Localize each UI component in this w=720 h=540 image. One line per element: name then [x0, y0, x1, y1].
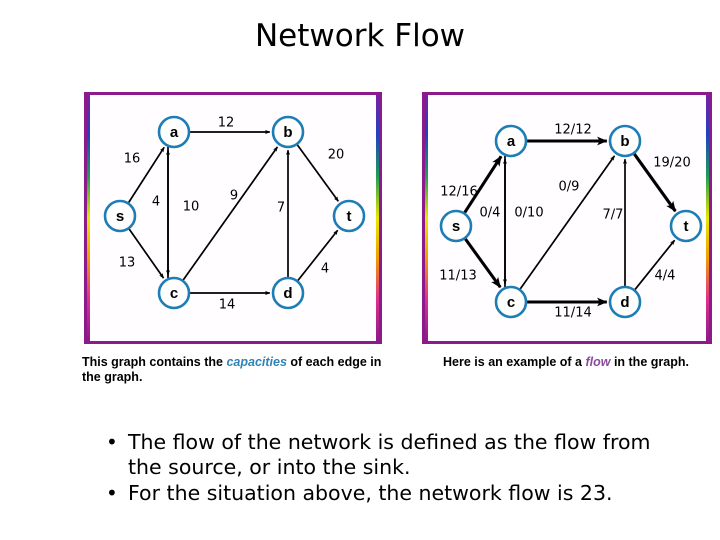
edge-label-d-t: 4/4 — [655, 269, 676, 284]
node-c — [157, 276, 191, 310]
edge-label-s-a: 12/16 — [440, 185, 477, 200]
edge-s-c — [127, 227, 165, 279]
bullet-marker-icon: • — [106, 481, 118, 505]
caption-right-after: in the graph. — [610, 355, 689, 369]
node-label-s: s — [452, 218, 460, 235]
edge-label-s-c: 13 — [119, 256, 136, 271]
bullet-text: The flow of the network is defined as th… — [128, 430, 651, 479]
node-label-a: a — [507, 133, 516, 150]
node-label-d: d — [620, 294, 629, 311]
node-a — [157, 115, 191, 149]
edge-label-d-t: 4 — [321, 262, 329, 277]
bullet-text: For the situation above, the network flo… — [128, 481, 613, 505]
edge-labels-group: 12/16 11/13 12/12 0/4 0/10 0/9 19/20 7/7 11/14 4/… — [439, 123, 690, 321]
edge-d-t — [633, 239, 676, 291]
node-label-s: s — [116, 208, 124, 225]
caption-flow: Here is an example of a flow in the grap… — [420, 355, 712, 370]
node-c — [494, 285, 528, 319]
edge-d-t — [296, 229, 339, 282]
edge-s-c — [463, 237, 502, 289]
bullet-list: • The flow of the network is defined as … — [106, 430, 666, 507]
caption-left-highlight: capacities — [226, 355, 287, 369]
edge-label-b-t: 19/20 — [653, 156, 690, 171]
edge-label-a-b: 12 — [218, 116, 235, 131]
node-label-c: c — [507, 294, 515, 311]
node-d — [608, 285, 642, 319]
edge-label-d-b: 7 — [277, 201, 285, 216]
edge-label-c-a: 0/4 — [480, 206, 501, 221]
node-label-b: b — [620, 133, 629, 150]
node-b — [608, 124, 642, 158]
rainbow-edge-right-left — [425, 95, 428, 341]
edge-label-d-b: 7/7 — [603, 208, 624, 223]
node-label-c: c — [170, 285, 178, 302]
bullet-item: • For the situation above, the network f… — [106, 481, 666, 506]
nodes-group: s a b c d t — [103, 115, 366, 310]
edge-s-a — [462, 155, 503, 215]
edge-label-a-c: 10 — [183, 200, 200, 215]
caption-left-before: This graph contains the — [82, 355, 227, 369]
edge-label-c-b: 9 — [230, 189, 238, 204]
edge-c-b — [518, 155, 616, 291]
edge-b-t — [296, 143, 339, 202]
edge-label-s-a: 16 — [124, 152, 141, 167]
bullet-item: • The flow of the network is defined as … — [106, 430, 666, 480]
node-label-t: t — [684, 218, 689, 235]
edge-label-a-b: 12/12 — [554, 123, 591, 138]
edges-group — [462, 136, 677, 307]
edge-labels-group: 16 13 12 4 10 9 20 7 14 4 — [119, 116, 345, 313]
node-a — [494, 124, 528, 158]
node-label-d: d — [283, 285, 292, 302]
edges-group — [127, 129, 339, 296]
node-d — [271, 276, 305, 310]
edge-label-c-b: 0/9 — [559, 180, 580, 195]
caption-right-highlight: flow — [585, 355, 611, 369]
nodes-group: s a b c d t — [439, 124, 703, 319]
node-label-b: b — [283, 124, 292, 141]
rainbow-edge-left-right — [376, 95, 379, 341]
caption-left-after: of each edge in the graph. — [82, 355, 382, 384]
edge-label-c-d: 11/14 — [554, 306, 591, 321]
page-title: Network Flow — [254, 18, 466, 54]
node-label-a: a — [170, 124, 179, 141]
edge-label-c-d: 14 — [219, 298, 236, 313]
bullet-marker-icon: • — [106, 430, 118, 454]
edge-label-a-c: 0/10 — [514, 206, 543, 221]
node-s — [439, 209, 473, 243]
node-s — [103, 199, 137, 233]
edge-b-t — [632, 152, 677, 213]
edge-s-a — [127, 146, 165, 204]
rainbow-edge-left-left — [87, 95, 90, 341]
edge-label-s-c: 11/13 — [439, 269, 476, 284]
edge-label-c-a: 4 — [152, 195, 160, 210]
edge-c-b — [181, 146, 279, 282]
node-b — [271, 115, 305, 149]
node-t — [669, 209, 703, 243]
edge-label-b-t: 20 — [328, 148, 345, 163]
node-t — [332, 199, 366, 233]
node-label-t: t — [347, 208, 352, 225]
rainbow-edge-right-right — [706, 95, 709, 341]
caption-capacities: This graph contains the capacities of ea… — [82, 355, 382, 385]
caption-right-before: Here is an example of a — [443, 355, 586, 369]
